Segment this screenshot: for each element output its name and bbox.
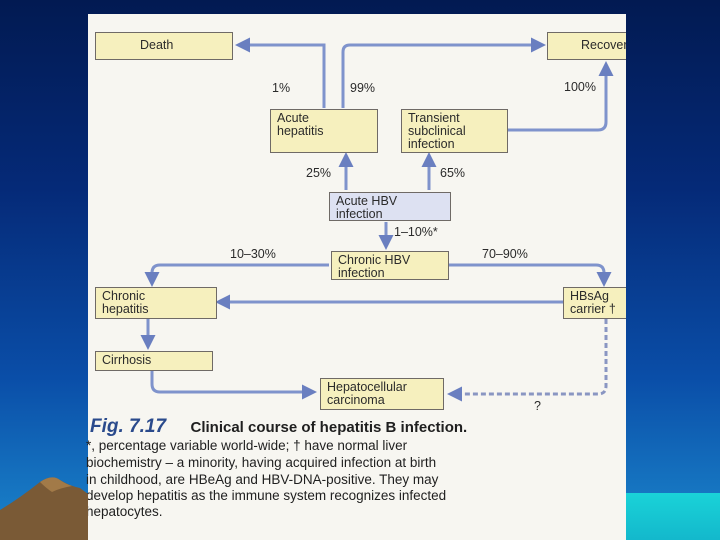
node-transient-line-2: subclinical <box>408 124 466 138</box>
node-chronic-hepatitis: Chronic hepatitis <box>95 287 217 319</box>
textbook-page: Death Recovery Acute hepatitis Transient… <box>86 14 626 540</box>
node-transient-line-1: Transient <box>408 111 460 125</box>
node-transient-infection: Transient subclinical infection <box>401 109 508 153</box>
caption-line-1: *, percentage variable world-wide; † hav… <box>86 438 408 453</box>
flow-arrows <box>140 37 614 402</box>
arrow-acute-to-recovery <box>341 37 546 108</box>
pct-to-chronic: 1–10%* <box>394 225 438 239</box>
node-acute-hepatitis: Acute hepatitis <box>270 109 378 153</box>
node-hcc-line-2: carcinoma <box>327 393 385 407</box>
node-chronic-hbv-line-2: infection <box>338 266 385 280</box>
node-hcc-line-1: Hepatocellular <box>327 380 407 394</box>
node-death: Death <box>95 32 233 60</box>
teal-stripe-decoration <box>626 493 720 540</box>
node-acute-hepatitis-line-1: Acute <box>277 111 309 125</box>
figure-label: Fig. 7.17 <box>90 416 167 437</box>
pct-death: 1% <box>272 81 291 95</box>
node-acute-hbv: Acute HBV infection <box>329 192 451 221</box>
node-recovery-label: Recovery <box>581 38 626 52</box>
caption-line-2: biochemistry – a minority, having acquir… <box>86 455 437 470</box>
pct-to-transient: 65% <box>440 166 466 180</box>
node-cirrhosis: Cirrhosis <box>95 351 213 371</box>
arrow-carrier-to-hcc-dashed <box>447 319 608 402</box>
pct-to-chronic-hepatitis: 10–30% <box>230 247 276 261</box>
arrow-to-carrier <box>449 263 612 287</box>
pct-recovery-from-acute: 99% <box>350 81 376 95</box>
caption-line-3: in childhood, are HBeAg and HBV-DNA-posi… <box>86 472 439 487</box>
pct-carrier-to-hcc: ? <box>534 399 541 413</box>
pct-recovery-from-transient: 100% <box>564 80 596 94</box>
figure-caption: Fig. 7.17 Clinical course of hepatitis B… <box>90 416 467 438</box>
node-hbsag-line-1: HBsAg <box>570 289 609 303</box>
pct-to-acute-hepatitis: 25% <box>306 166 332 180</box>
node-chronic-hepatitis-line-2: hepatitis <box>102 302 149 316</box>
arrow-cirrhosis-to-hcc <box>150 370 317 400</box>
node-chronic-hbv: Chronic HBV infection <box>331 251 449 280</box>
node-hepatocellular-carcinoma: Hepatocellular carcinoma <box>320 378 444 410</box>
node-chronic-hepatitis-line-1: Chronic <box>102 289 146 303</box>
mountain-decoration <box>0 477 88 540</box>
node-hbsag-carrier: HBsAg carrier † <box>563 287 626 319</box>
figure-title: Clinical course of hepatitis B infection… <box>190 419 468 436</box>
node-acute-hepatitis-line-2: hepatitis <box>277 124 324 138</box>
caption-line-4: develop hepatitis as the immune system r… <box>86 488 447 503</box>
node-cirrhosis-label: Cirrhosis <box>102 353 152 367</box>
arrow-to-death <box>235 37 326 108</box>
arrow-to-chronic-hepatitis <box>144 263 329 287</box>
node-recovery: Recovery <box>547 32 626 60</box>
node-acute-hbv-line-2: infection <box>336 207 383 221</box>
caption-line-5: hepatocytes. <box>86 504 163 519</box>
arrow-transient-to-recovery <box>486 61 614 132</box>
node-hbsag-line-2: carrier † <box>570 302 616 316</box>
node-chronic-hbv-line-1: Chronic HBV <box>338 253 411 267</box>
node-transient-line-3: infection <box>408 137 455 151</box>
pct-to-carrier: 70–90% <box>482 247 528 261</box>
node-acute-hbv-line-1: Acute HBV <box>336 194 398 208</box>
node-death-label: Death <box>140 38 174 52</box>
